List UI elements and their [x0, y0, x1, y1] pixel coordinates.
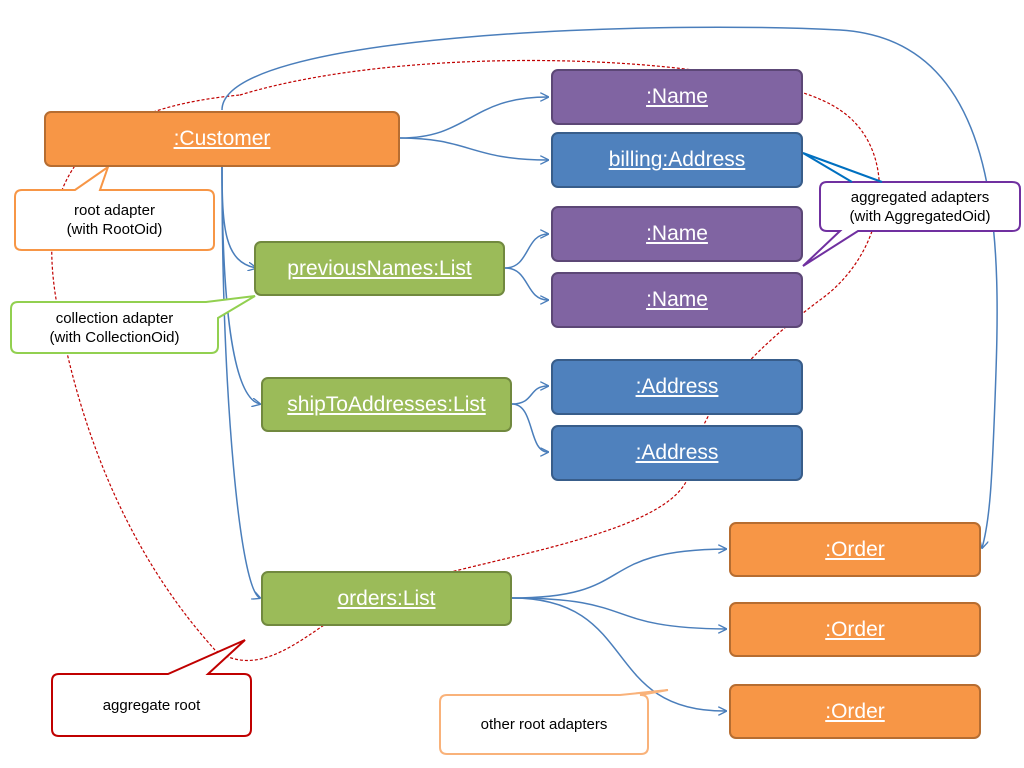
address-node-2[interactable]: :Address	[551, 425, 803, 481]
connector-customer-orders	[221, 166, 260, 598]
customer-node[interactable]: :Customer	[44, 111, 400, 167]
callout-other-root-adapters-shape	[439, 689, 669, 755]
connector-customer-billing	[399, 137, 548, 160]
callout-aggregated-adapters: aggregated adapters (with AggregatedOid)	[849, 188, 991, 225]
callout-root-adapter-shape	[14, 164, 215, 251]
orders-list-node[interactable]: orders:List	[261, 571, 512, 626]
callout-collection-adapter: collection adapter (with CollectionOid)	[49, 309, 180, 346]
order-node-3[interactable]: :Order	[729, 684, 981, 739]
callout-aggregate-root-shape	[51, 639, 252, 737]
connector-previousnames-name2	[504, 234, 548, 269]
callout-aggregate-root: aggregate root	[102, 696, 201, 714]
connector-shipto-address2	[511, 403, 548, 452]
callout-aggregated-pointer-billing-2	[802, 152, 853, 183]
connector-customer-order	[221, 26, 998, 548]
billing-address-node[interactable]: billing:Address	[551, 132, 803, 188]
name-node-3[interactable]: :Name	[551, 272, 803, 328]
connector-previousnames-name3	[504, 267, 548, 300]
connector-customer-previousnames	[221, 166, 256, 268]
connector-orders-order2	[511, 597, 726, 629]
order-node-2[interactable]: :Order	[729, 602, 981, 657]
name-node-1[interactable]: :Name	[551, 69, 803, 125]
order-node-1[interactable]: :Order	[729, 522, 981, 577]
connector-customer-name	[399, 97, 548, 139]
callout-root-adapter: root adapter (with RootOid)	[66, 202, 163, 238]
callout-collection-adapter-shape	[10, 295, 256, 354]
address-node-1[interactable]: :Address	[551, 359, 803, 415]
callout-aggregated-pointer-billing	[802, 152, 883, 183]
ship-to-addresses-list-node[interactable]: shipToAddresses:List	[261, 377, 512, 432]
name-node-2[interactable]: :Name	[551, 206, 803, 262]
previous-names-list-node[interactable]: previousNames:List	[254, 241, 505, 296]
connector-orders-order1	[511, 549, 726, 599]
connector-shipto-address1	[511, 386, 548, 405]
callout-other-root-adapters: other root adapters	[480, 716, 608, 733]
callout-aggregated-adapters-shape	[802, 181, 1021, 267]
connector-orders-order3	[511, 597, 726, 711]
